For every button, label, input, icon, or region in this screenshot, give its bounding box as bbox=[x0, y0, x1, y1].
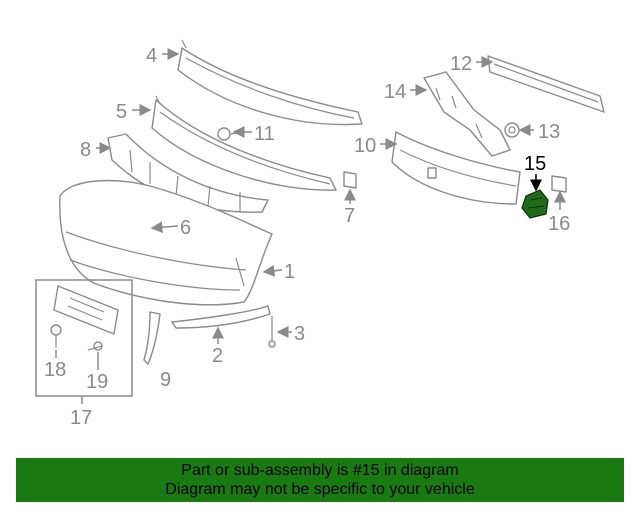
callout-18: 18 bbox=[44, 359, 66, 381]
callout-10: 10 bbox=[354, 135, 376, 157]
notice-line-1: Part or sub-assembly is #15 in diagram bbox=[181, 462, 459, 479]
callout-5: 5 bbox=[116, 101, 127, 123]
part-7-clip bbox=[343, 171, 357, 189]
callout-4: 4 bbox=[146, 45, 157, 67]
leader-6 bbox=[150, 221, 179, 234]
part-13-nut bbox=[504, 122, 520, 138]
callout-11: 11 bbox=[254, 123, 275, 145]
callout-6: 6 bbox=[180, 217, 191, 239]
diagram-notice-banner: Part or sub-assembly is #15 in diagram D… bbox=[16, 458, 624, 502]
callout-14: 14 bbox=[384, 81, 406, 103]
part-3-pin bbox=[268, 316, 276, 348]
callout-17: 17 bbox=[70, 407, 92, 429]
part-15-highlighted bbox=[521, 189, 549, 219]
callout-8: 8 bbox=[80, 139, 91, 161]
part-17-license-kit-box bbox=[35, 279, 133, 397]
part-5-energy-absorber bbox=[151, 95, 337, 191]
notice-line-2: Diagram may not be specific to your vehi… bbox=[165, 481, 475, 498]
exploded-parts-diagram: 4 5 11 8 7 6 1 2 3 9 10 12 14 13 15 16 1… bbox=[35, 39, 605, 429]
part-10-impact-bar-cover bbox=[391, 131, 521, 205]
leader-1 bbox=[262, 264, 283, 277]
callout-13: 13 bbox=[538, 121, 560, 143]
callout-12: 12 bbox=[450, 53, 472, 75]
callout-19: 19 bbox=[86, 371, 108, 393]
part-16-clip bbox=[551, 175, 567, 193]
callout-1: 1 bbox=[284, 261, 295, 283]
callout-2: 2 bbox=[212, 345, 223, 367]
part-2-lower-trim bbox=[171, 305, 271, 329]
callout-9: 9 bbox=[160, 369, 171, 391]
callout-7: 7 bbox=[344, 205, 355, 227]
part-9-side-molding bbox=[143, 311, 161, 365]
part-14-mount-bracket bbox=[423, 71, 511, 157]
callout-16: 16 bbox=[548, 213, 570, 235]
part-11-screw bbox=[217, 127, 247, 141]
part-4-upper-strip bbox=[177, 39, 363, 126]
callout-3: 3 bbox=[294, 323, 305, 345]
part-12-impact-bar bbox=[487, 55, 605, 113]
callout-15: 15 bbox=[524, 153, 546, 175]
